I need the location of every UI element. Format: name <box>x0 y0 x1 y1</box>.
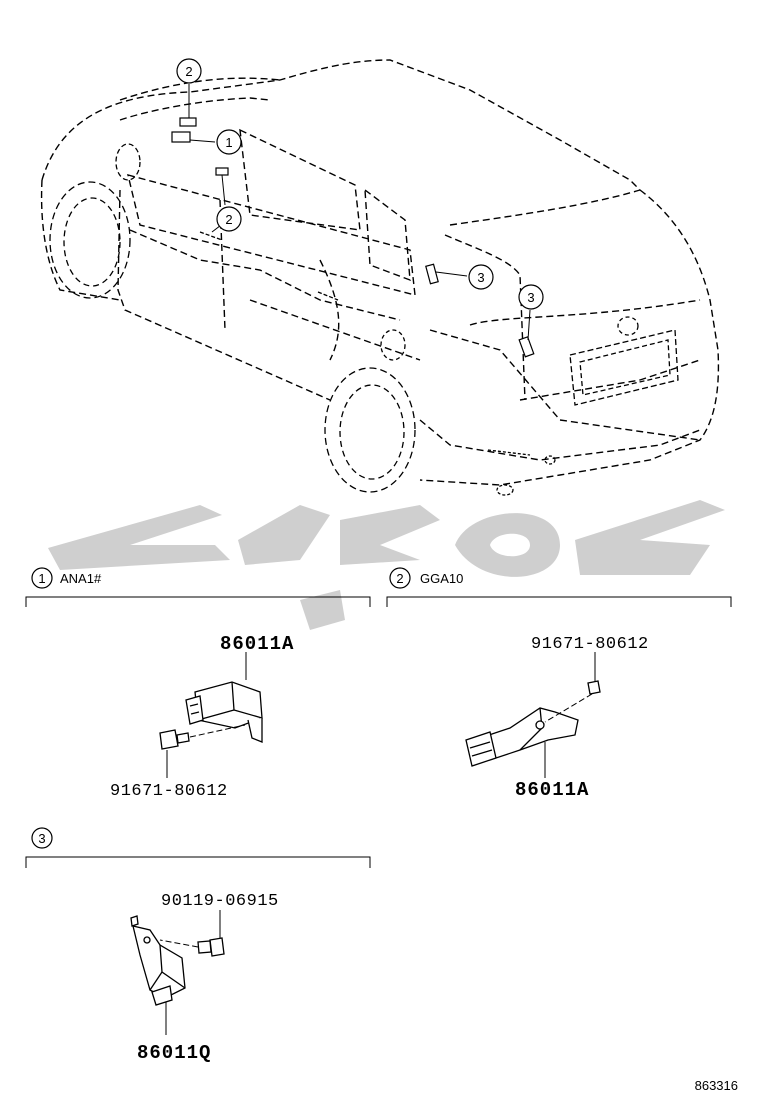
part-number-91671-80612-s2: 91671-80612 <box>531 635 649 654</box>
part-number-86011Q: 86011Q <box>137 1042 211 1064</box>
callout-2-top: 2 <box>185 64 192 79</box>
section-2-code: GGA10 <box>420 571 463 586</box>
section-3-sensor-drawing <box>130 915 225 1006</box>
sensor-locations <box>171 117 535 358</box>
callout-3-left: 3 <box>477 270 484 285</box>
callout-1: 1 <box>225 135 232 150</box>
section-3-leaders <box>159 910 221 1035</box>
vehicle-details <box>49 143 679 496</box>
watermark <box>48 500 725 630</box>
section-2-leaders <box>544 652 596 778</box>
part-number-91671-80612-s1: 91671-80612 <box>110 782 228 801</box>
section-3-header: 3 <box>31 827 53 849</box>
callout-circles <box>176 58 544 310</box>
part-number-86011A-s2: 86011A <box>515 779 589 801</box>
figure-number: 863316 <box>695 1078 738 1093</box>
section-1-code: ANA1# <box>60 571 102 586</box>
section-2-sensor-drawing <box>465 680 601 767</box>
svg-text:3: 3 <box>38 831 45 846</box>
vehicle-outline <box>40 59 720 486</box>
section-1-leaders <box>166 652 247 778</box>
section-1-sensor-drawing <box>159 681 263 750</box>
callout-3-right: 3 <box>527 290 534 305</box>
section-dividers <box>25 596 732 868</box>
part-number-90119-06915: 90119-06915 <box>161 892 279 911</box>
section-1-header: 1 ANA1# <box>31 567 102 589</box>
callout-2-lower: 2 <box>225 212 232 227</box>
svg-text:2: 2 <box>396 571 403 586</box>
part-number-86011A-s1: 86011A <box>220 633 294 655</box>
callout-leaders <box>188 84 531 341</box>
svg-text:1: 1 <box>38 571 45 586</box>
section-2-header: 2 GGA10 <box>389 567 463 589</box>
